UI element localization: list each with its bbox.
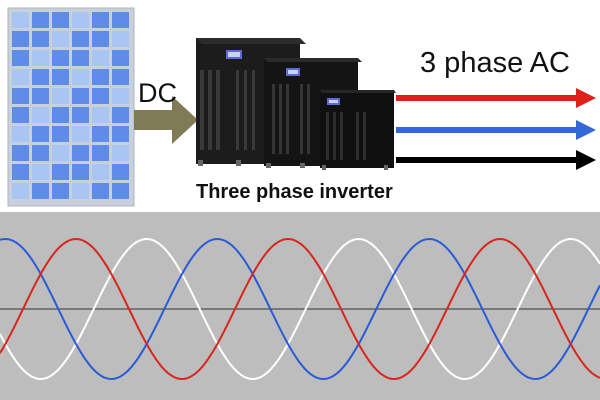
solar-cell bbox=[52, 88, 69, 104]
phase-arrow-blue bbox=[396, 120, 596, 140]
solar-cell bbox=[72, 164, 89, 180]
solar-cell bbox=[52, 12, 69, 28]
solar-cell-grid bbox=[12, 12, 129, 199]
solar-cell bbox=[72, 88, 89, 104]
solar-cell bbox=[52, 145, 69, 161]
solar-cell bbox=[92, 12, 109, 28]
ac-output-label: 3 phase AC bbox=[420, 47, 570, 79]
solar-cell bbox=[112, 107, 129, 123]
solar-panel-icon bbox=[7, 7, 135, 207]
solar-cell bbox=[32, 88, 49, 104]
solar-cell bbox=[112, 69, 129, 85]
wave-phase-blue bbox=[0, 237, 600, 381]
solar-cell bbox=[92, 31, 109, 47]
solar-cell bbox=[12, 88, 29, 104]
solar-cell bbox=[112, 183, 129, 199]
solar-cell bbox=[12, 12, 29, 28]
solar-cell bbox=[52, 50, 69, 66]
solar-cell bbox=[92, 107, 109, 123]
solar-cell bbox=[92, 126, 109, 142]
solar-cell bbox=[12, 183, 29, 199]
dc-arrow-icon bbox=[134, 96, 198, 144]
solar-cell bbox=[32, 69, 49, 85]
solar-cell bbox=[92, 88, 109, 104]
wave-phase-red bbox=[0, 237, 600, 381]
inverter-small-cabinet bbox=[320, 90, 396, 170]
solar-cell bbox=[12, 107, 29, 123]
solar-cell bbox=[12, 31, 29, 47]
solar-cell bbox=[52, 107, 69, 123]
solar-cell bbox=[72, 126, 89, 142]
solar-cell bbox=[92, 69, 109, 85]
solar-cell bbox=[92, 145, 109, 161]
solar-cell bbox=[112, 145, 129, 161]
phase-arrow-red bbox=[396, 88, 596, 108]
phase-arrow-black bbox=[396, 150, 596, 170]
solar-cell bbox=[112, 31, 129, 47]
solar-cell bbox=[32, 12, 49, 28]
solar-cell bbox=[32, 145, 49, 161]
solar-cell bbox=[72, 12, 89, 28]
dc-label: DC bbox=[138, 78, 177, 108]
solar-cell bbox=[72, 107, 89, 123]
solar-cell bbox=[112, 164, 129, 180]
solar-cell bbox=[12, 145, 29, 161]
solar-cell bbox=[92, 50, 109, 66]
solar-cell bbox=[52, 31, 69, 47]
solar-cell bbox=[12, 50, 29, 66]
solar-cell bbox=[32, 50, 49, 66]
solar-cell bbox=[72, 50, 89, 66]
solar-cell bbox=[32, 107, 49, 123]
solar-cell bbox=[72, 69, 89, 85]
solar-cell bbox=[52, 183, 69, 199]
solar-cell bbox=[52, 126, 69, 142]
solar-cell bbox=[32, 126, 49, 142]
solar-cell bbox=[92, 164, 109, 180]
inverter-cabinet-icon bbox=[196, 38, 396, 170]
solar-cell bbox=[112, 50, 129, 66]
solar-cell bbox=[112, 12, 129, 28]
solar-cell bbox=[72, 145, 89, 161]
solar-cell bbox=[32, 31, 49, 47]
solar-cell bbox=[112, 88, 129, 104]
solar-cell bbox=[72, 31, 89, 47]
solar-cell bbox=[32, 183, 49, 199]
solar-cell bbox=[32, 164, 49, 180]
solar-cell bbox=[52, 69, 69, 85]
waveform-panel bbox=[0, 212, 600, 400]
solar-cell bbox=[12, 164, 29, 180]
solar-cell bbox=[52, 164, 69, 180]
inverter-caption: Three phase inverter bbox=[196, 181, 393, 203]
solar-cell bbox=[12, 126, 29, 142]
solar-cell bbox=[12, 69, 29, 85]
solar-cell bbox=[72, 183, 89, 199]
phase-arrows bbox=[396, 88, 596, 170]
solar-cell bbox=[112, 126, 129, 142]
solar-cell bbox=[92, 183, 109, 199]
